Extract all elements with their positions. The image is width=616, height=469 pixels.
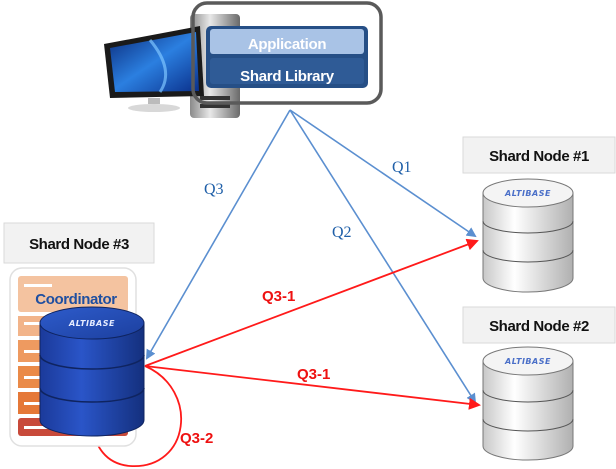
altibase-logo: ALTIBASE xyxy=(504,357,551,366)
altibase-logo: ALTIBASE xyxy=(68,319,115,328)
query-label-q3-1-node1: Q3-1 xyxy=(262,288,295,305)
query-arrow-q2 xyxy=(289,109,477,404)
database-icon: ALTIBASE xyxy=(39,306,145,437)
shard-node-3: Shard Node #3 Coordinator ALTIBASE xyxy=(3,222,155,447)
query-arrow-q3-1-node1 xyxy=(144,238,479,367)
shard-library-box xyxy=(210,58,364,84)
shard-library-label: Shard Library xyxy=(240,68,335,85)
shard-node-1: Shard Node #1 ALTIBASE xyxy=(462,136,616,293)
node-label: Shard Node #2 xyxy=(489,318,589,335)
node-label: Shard Node #3 xyxy=(29,236,129,253)
query-label-q3-1-node2: Q3-1 xyxy=(297,366,330,383)
node-label-box xyxy=(462,136,616,174)
client-group: Application Shard Library xyxy=(104,1,383,118)
application-box xyxy=(210,29,364,54)
database-icon: ALTIBASE xyxy=(482,178,574,293)
client-frame xyxy=(191,1,383,105)
altibase-logo: ALTIBASE xyxy=(504,189,551,198)
query-arrow-q3-1-node2 xyxy=(144,365,481,410)
query-label-q3-2: Q3-2 xyxy=(180,430,213,447)
query-arrow-q1 xyxy=(289,109,477,238)
coordinator-label: Coordinator xyxy=(35,291,117,308)
node-label-box xyxy=(462,306,616,344)
node-label-box xyxy=(3,222,155,264)
query-arrow-q3-2-self xyxy=(88,365,182,467)
query-label-q1: Q1 xyxy=(392,159,412,176)
query-arrow-q3 xyxy=(146,109,291,360)
shard-node-2: Shard Node #2 ALTIBASE xyxy=(462,306,616,461)
database-icon: ALTIBASE xyxy=(482,346,574,461)
query-label-q3: Q3 xyxy=(204,181,224,198)
application-label: Application xyxy=(248,36,327,53)
node-label: Shard Node #1 xyxy=(489,148,589,165)
query-label-q2: Q2 xyxy=(332,224,352,241)
